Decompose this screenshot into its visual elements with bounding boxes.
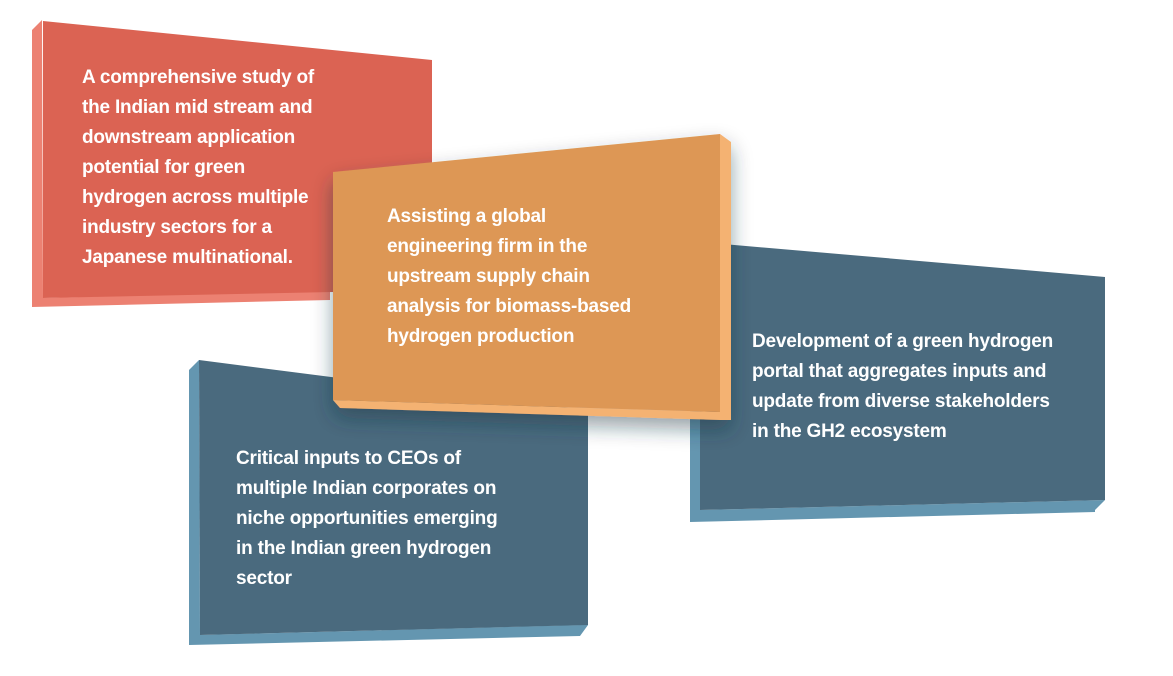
card-blue-left-shape [189, 360, 588, 645]
text-line: niche opportunities emerging [236, 508, 498, 529]
text-line: potential for green [82, 157, 245, 178]
text-line: update from diverse stakeholders [752, 391, 1050, 412]
text-line: upstream supply chain [387, 266, 590, 287]
text-line: A comprehensive study of [82, 67, 315, 88]
card-red-text: A comprehensive study of the Indian mid … [82, 63, 314, 273]
text-line: industry sectors for a [82, 217, 272, 238]
text-line: Critical inputs to CEOs of [236, 448, 461, 469]
card-blue-right-shape [690, 242, 1105, 522]
text-line: portal that aggregates inputs and [752, 361, 1047, 382]
text-line: sector [236, 568, 292, 589]
text-line: hydrogen production [387, 326, 575, 347]
text-line: analysis for biomass-based [387, 296, 632, 317]
text-line: Assisting a global [387, 206, 546, 227]
text-line: in the GH2 ecosystem [752, 421, 947, 442]
text-line: in the Indian green hydrogen [236, 538, 492, 559]
text-line: downstream application [82, 127, 296, 148]
card-orange-text: Assisting a global engineering firm in t… [387, 202, 631, 352]
text-line: Japanese multinational. [82, 247, 293, 268]
text-line: Development of a green hydrogen [752, 331, 1054, 352]
text-line: multiple Indian corporates on [236, 478, 497, 499]
card-blue-right-text: Development of a green hydrogen portal t… [752, 327, 1053, 447]
card-orange-shape [333, 134, 731, 420]
card-blue-left-text: Critical inputs to CEOs of multiple Indi… [236, 444, 498, 594]
text-line: the Indian mid stream and [82, 97, 313, 118]
text-line: hydrogen across multiple [82, 187, 309, 208]
text-line: engineering firm in the [387, 236, 588, 257]
